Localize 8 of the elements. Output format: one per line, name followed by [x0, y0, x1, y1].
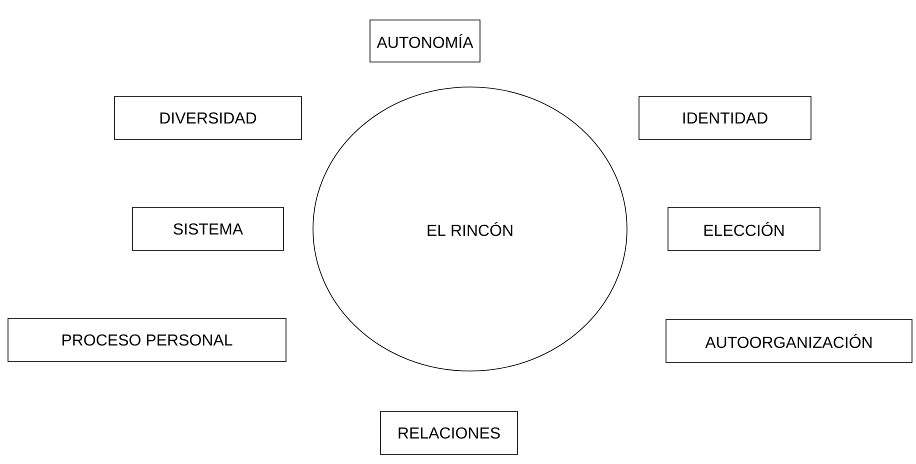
concept-box: AUTONOMÍA — [370, 20, 480, 62]
concept-box: SISTEMA — [132, 207, 284, 251]
concept-box: PROCESO PERSONAL — [8, 318, 286, 362]
concept-box: DIVERSIDAD — [114, 96, 302, 140]
concept-box: AUTOORGANIZACIÓN — [666, 319, 912, 363]
concept-box: ELECCIÓN — [668, 207, 820, 251]
concept-box: IDENTIDAD — [638, 96, 812, 140]
concept-box: RELACIONES — [380, 411, 518, 455]
